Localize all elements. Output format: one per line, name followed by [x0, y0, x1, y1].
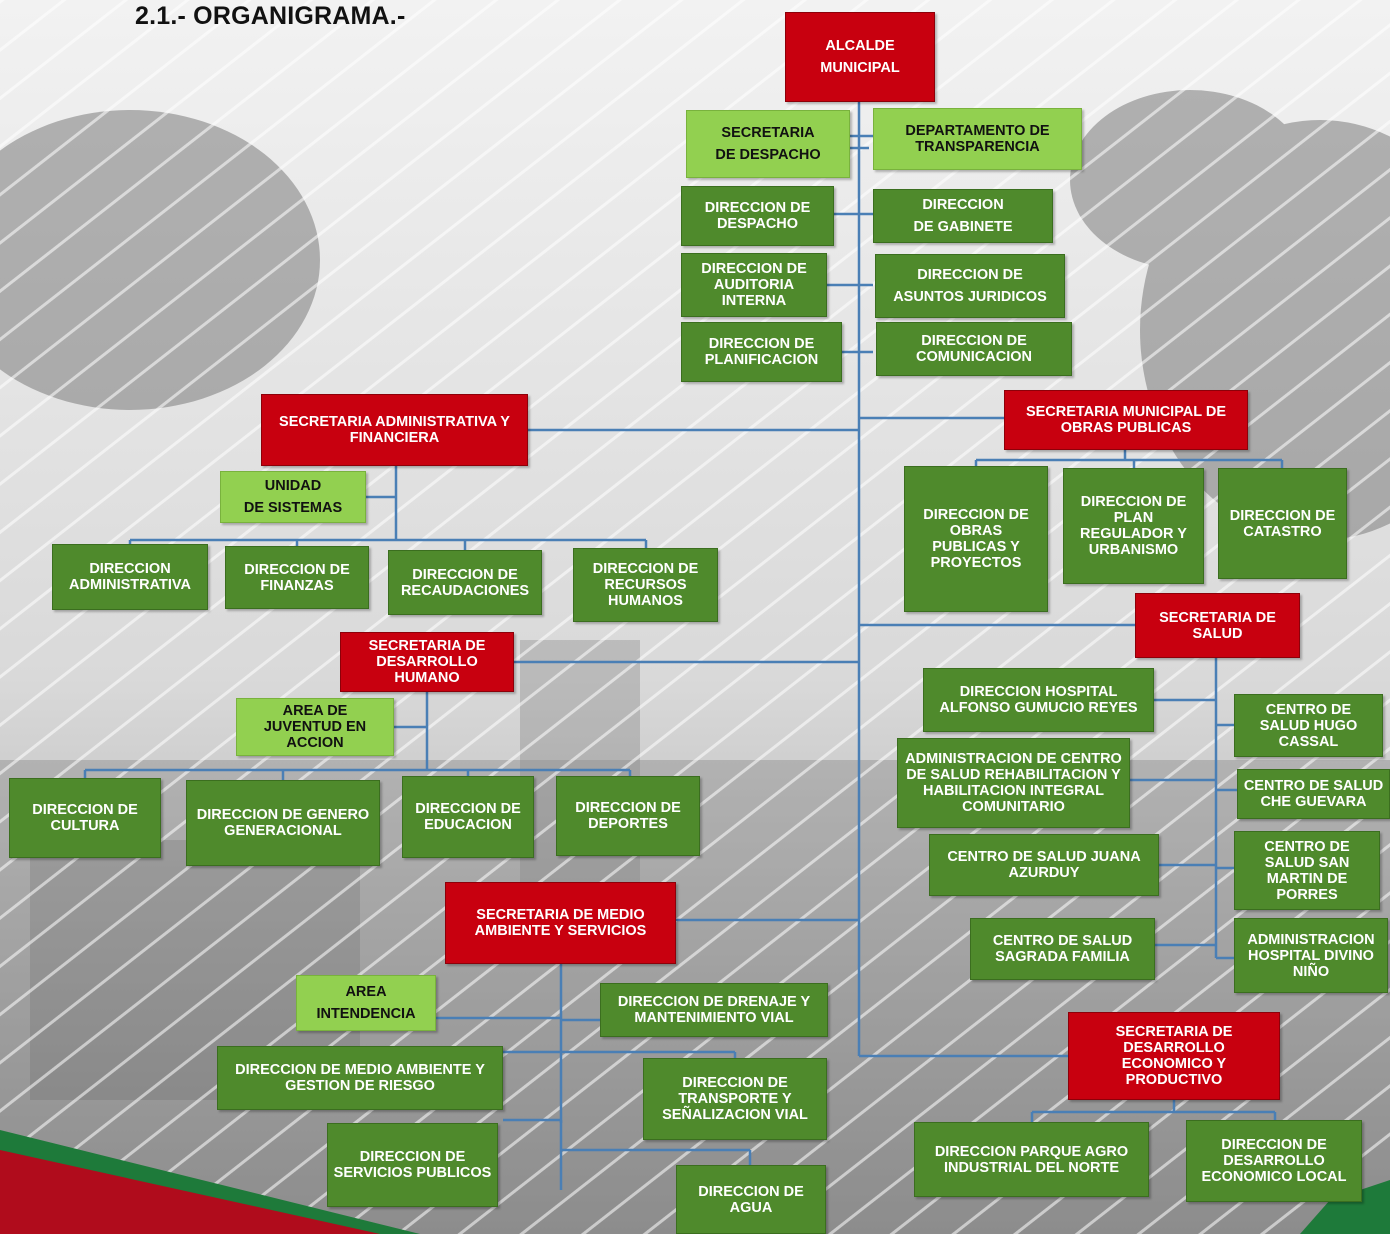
- node-secretaria-medio-ambiente-servicios: SECRETARIA DE MEDIO AMBIENTE Y SERVICIOS: [445, 882, 676, 964]
- node-direccion-auditoria-interna: DIRECCION DE AUDITORIA INTERNA: [681, 253, 827, 317]
- node-direccion-parque-agro-industrial: DIRECCION PARQUE AGRO INDUSTRIAL DEL NOR…: [914, 1122, 1149, 1197]
- node-direccion-desarrollo-economico-local: DIRECCION DE DESARROLLO ECONOMICO LOCAL: [1186, 1120, 1362, 1202]
- node-alcalde-municipal: ALCALDE MUNICIPAL: [785, 12, 935, 102]
- node-secretaria-administrativa-financiera: SECRETARIA ADMINISTRATIVA Y FINANCIERA: [261, 394, 528, 466]
- node-direccion-genero-generacional: DIRECCION DE GENERO GENERACIONAL: [186, 780, 380, 866]
- node-direccion-administrativa: DIRECCION ADMINISTRATIVA: [52, 544, 208, 610]
- node-administracion-hospital-divino-nino: ADMINISTRACION HOSPITAL DIVINO NIÑO: [1234, 918, 1388, 993]
- node-direccion-catastro: DIRECCION DE CATASTRO: [1218, 468, 1347, 579]
- node-secretaria-desarrollo-economico: SECRETARIA DE DESARROLLO ECONOMICO Y PRO…: [1068, 1012, 1280, 1100]
- node-direccion-comunicacion: DIRECCION DE COMUNICACION: [876, 322, 1072, 376]
- node-direccion-servicios-publicos: DIRECCION DE SERVICIOS PUBLICOS: [327, 1123, 498, 1207]
- node-direccion-cultura: DIRECCION DE CULTURA: [9, 778, 161, 858]
- node-direccion-transporte-senalizacion: DIRECCION DE TRANSPORTE Y SEÑALIZACION V…: [643, 1058, 827, 1140]
- red-corner-band: [0, 1150, 380, 1234]
- node-centro-salud-juana-azurduy: CENTRO DE SALUD JUANA AZURDUY: [929, 834, 1159, 896]
- node-direccion-despacho: DIRECCION DE DESPACHO: [681, 186, 834, 246]
- node-direccion-plan-regulador: DIRECCION DE PLAN REGULADOR Y URBANISMO: [1063, 468, 1204, 584]
- node-centro-salud-che-guevara: CENTRO DE SALUD CHE GUEVARA: [1237, 769, 1390, 819]
- node-direccion-hospital-alfonso-gumucio: DIRECCION HOSPITAL ALFONSO GUMUCIO REYES: [923, 668, 1154, 732]
- node-unidad-sistemas: UNIDAD DE SISTEMAS: [220, 471, 366, 523]
- node-centro-salud-san-martin-porres: CENTRO DE SALUD SAN MARTIN DE PORRES: [1234, 831, 1380, 910]
- node-centro-salud-hugo-cassal: CENTRO DE SALUD HUGO CASSAL: [1234, 694, 1383, 757]
- node-direccion-gabinete: DIRECCION DE GABINETE: [873, 189, 1053, 243]
- node-direccion-planificacion: DIRECCION DE PLANIFICACION: [681, 322, 842, 382]
- page-title: 2.1.- ORGANIGRAMA.-: [135, 2, 406, 30]
- node-centro-salud-sagrada-familia: CENTRO DE SALUD SAGRADA FAMILIA: [970, 918, 1155, 980]
- node-direccion-finanzas: DIRECCION DE FINANZAS: [225, 546, 369, 609]
- node-direccion-medio-ambiente-gestion-riesgo: DIRECCION DE MEDIO AMBIENTE Y GESTION DE…: [217, 1046, 503, 1110]
- node-area-juventud-accion: AREA DE JUVENTUD EN ACCION: [236, 698, 394, 756]
- node-direccion-asuntos-juridicos: DIRECCION DE ASUNTOS JURIDICOS: [875, 254, 1065, 318]
- node-direccion-recaudaciones: DIRECCION DE RECAUDACIONES: [388, 550, 542, 615]
- node-area-intendencia: AREA INTENDENCIA: [296, 975, 436, 1031]
- node-departamento-transparencia: DEPARTAMENTO DE TRANSPARENCIA: [873, 108, 1082, 170]
- green-right-band: [1300, 1180, 1390, 1234]
- node-direccion-drenaje-mantenimiento-vial: DIRECCION DE DRENAJE Y MANTENIMIENTO VIA…: [600, 983, 828, 1037]
- node-direccion-deportes: DIRECCION DE DEPORTES: [556, 776, 700, 856]
- node-secretaria-despacho: SECRETARIA DE DESPACHO: [686, 110, 850, 178]
- node-secretaria-desarrollo-humano: SECRETARIA DE DESARROLLO HUMANO: [340, 632, 514, 692]
- node-direccion-educacion: DIRECCION DE EDUCACION: [402, 776, 534, 858]
- node-direccion-obras-publicas: DIRECCION DE OBRAS PUBLICAS Y PROYECTOS: [904, 466, 1048, 612]
- node-direccion-agua: DIRECCION DE AGUA: [676, 1165, 826, 1234]
- node-secretaria-salud: SECRETARIA DE SALUD: [1135, 593, 1300, 658]
- node-administracion-centro-rehabilitacion: ADMINISTRACION DE CENTRO DE SALUD REHABI…: [897, 738, 1130, 828]
- node-direccion-recursos-humanos: DIRECCION DE RECURSOS HUMANOS: [573, 548, 718, 622]
- node-secretaria-obras-publicas: SECRETARIA MUNICIPAL DE OBRAS PUBLICAS: [1004, 390, 1248, 450]
